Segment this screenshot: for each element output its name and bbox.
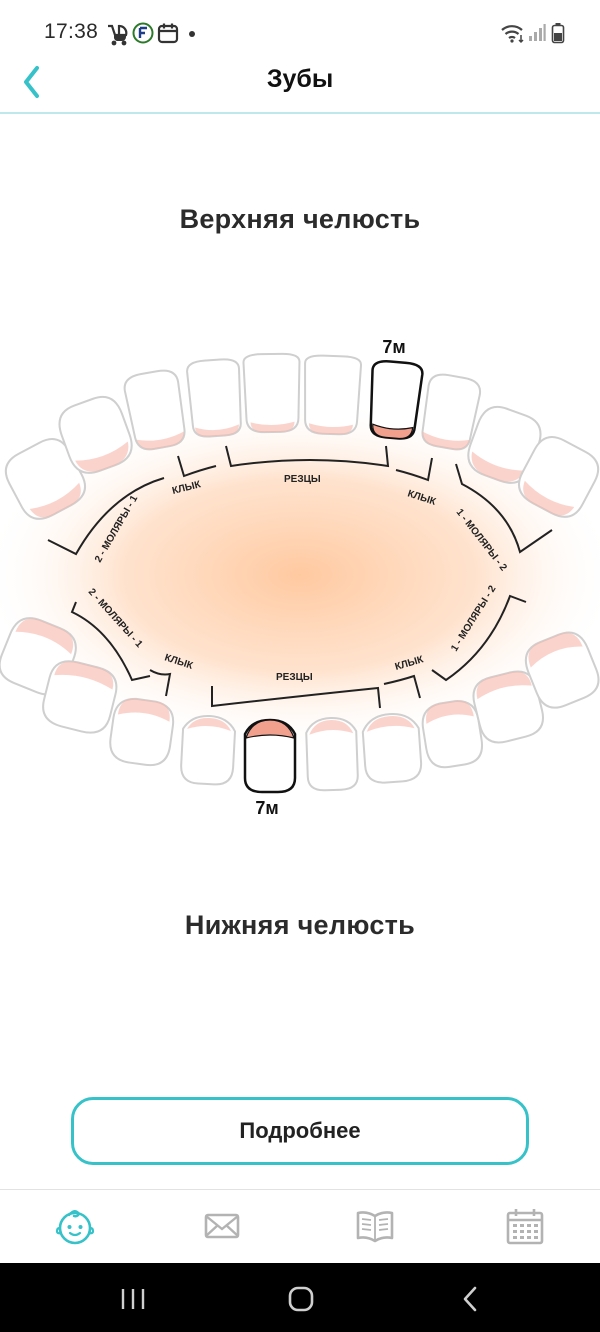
label-upper-incisors: РЕЗЦЫ [284, 474, 321, 485]
bracket-upper-canine-left [395, 457, 433, 482]
lower-tooth-age-label: 7м [255, 798, 278, 818]
tooth-upper-molar-1-right[interactable] [54, 391, 138, 479]
signal-icon [529, 24, 546, 41]
book-icon [356, 1211, 394, 1243]
tooth-lower-central-incisor-right-highlighted[interactable] [243, 718, 297, 794]
tooth-lower-lateral-incisor-left[interactable] [361, 712, 423, 784]
tooth-lower-molar-1-right[interactable] [39, 657, 121, 737]
teeth-diagram: 2 - МОЛЯРЫ - 1 КЛЫК РЕЗЦЫ КЛЫК 1 - МОЛЯР… [0, 337, 600, 818]
recent-apps-button[interactable] [118, 1285, 148, 1313]
system-back-button[interactable] [456, 1285, 486, 1313]
bracket-upper-incisors [225, 445, 390, 468]
tooth-upper-canine-left[interactable] [418, 372, 482, 452]
status-time: 17:38 [44, 20, 99, 43]
tooth-upper-central-incisor-left[interactable] [303, 354, 363, 436]
lower-teeth-row [0, 617, 600, 794]
back-button[interactable] [10, 56, 54, 100]
envelope-icon [204, 1213, 240, 1239]
bracket-lower-canine-left [383, 674, 421, 699]
fbreader-icon [132, 22, 154, 44]
app-header: Зубы [0, 50, 600, 114]
bracket-lower-molars-right [70, 601, 151, 682]
tooth-upper-lateral-incisor-right[interactable] [186, 358, 243, 438]
wifi-icon [501, 25, 524, 44]
tooth-lower-central-incisor-left[interactable] [305, 717, 359, 792]
stroller-icon [108, 24, 128, 46]
baby-face-icon [55, 1210, 95, 1245]
bottom-nav [0, 1189, 600, 1263]
tooth-upper-canine-right[interactable] [122, 368, 188, 452]
nav-calendar[interactable] [503, 1204, 547, 1248]
notification-dot-icon [189, 31, 195, 37]
bracket-lower-incisors [211, 686, 381, 709]
system-back-icon [463, 1286, 477, 1312]
bracket-lower-molars-left [431, 594, 527, 682]
recent-apps-icon [121, 1289, 145, 1309]
bracket-upper-molars-right [47, 477, 165, 556]
chevron-left-icon [24, 66, 39, 98]
bracket-lower-canine-right [149, 669, 172, 697]
bracket-upper-molars-left [455, 463, 553, 554]
tooth-lower-molar-2-left[interactable] [520, 626, 600, 713]
status-bar: 17:38 [0, 0, 600, 66]
lower-jaw-title: Нижняя челюсть [184, 910, 416, 940]
tooth-lower-canine-right[interactable] [108, 696, 176, 768]
upper-teeth-row [0, 352, 600, 526]
tooth-lower-lateral-incisor-right[interactable] [180, 715, 237, 786]
tooth-upper-molar-2-left[interactable] [512, 430, 600, 524]
calendar-status-icon [157, 23, 179, 44]
tooth-upper-lateral-incisor-left-highlighted[interactable] [367, 360, 424, 440]
tooth-lower-molar-1-left[interactable] [469, 667, 547, 747]
nav-messages[interactable] [200, 1204, 244, 1248]
home-icon [288, 1286, 314, 1312]
nav-baby[interactable] [53, 1204, 97, 1248]
tooth-lower-canine-left[interactable] [420, 698, 485, 770]
home-button[interactable] [285, 1285, 317, 1313]
system-navigation-bar [0, 1263, 600, 1332]
tooth-upper-molar-1-left[interactable] [462, 401, 546, 489]
upper-jaw-title: Верхняя челюсть [179, 204, 421, 234]
tooth-upper-molar-2-right[interactable] [0, 432, 92, 526]
group-brackets [47, 445, 553, 709]
page-title: Зубы [266, 65, 334, 93]
details-button[interactable]: Подробнее [71, 1097, 529, 1165]
upper-tooth-age-label: 7м [382, 337, 405, 357]
calendar-icon [506, 1209, 544, 1245]
nav-articles[interactable] [353, 1204, 397, 1248]
mouth-glow [0, 400, 600, 750]
bracket-upper-canine-right [177, 455, 217, 478]
battery-icon [551, 23, 565, 44]
tooth-upper-central-incisor-right[interactable] [242, 352, 301, 434]
label-lower-incisors: РЕЗЦЫ [276, 672, 313, 683]
